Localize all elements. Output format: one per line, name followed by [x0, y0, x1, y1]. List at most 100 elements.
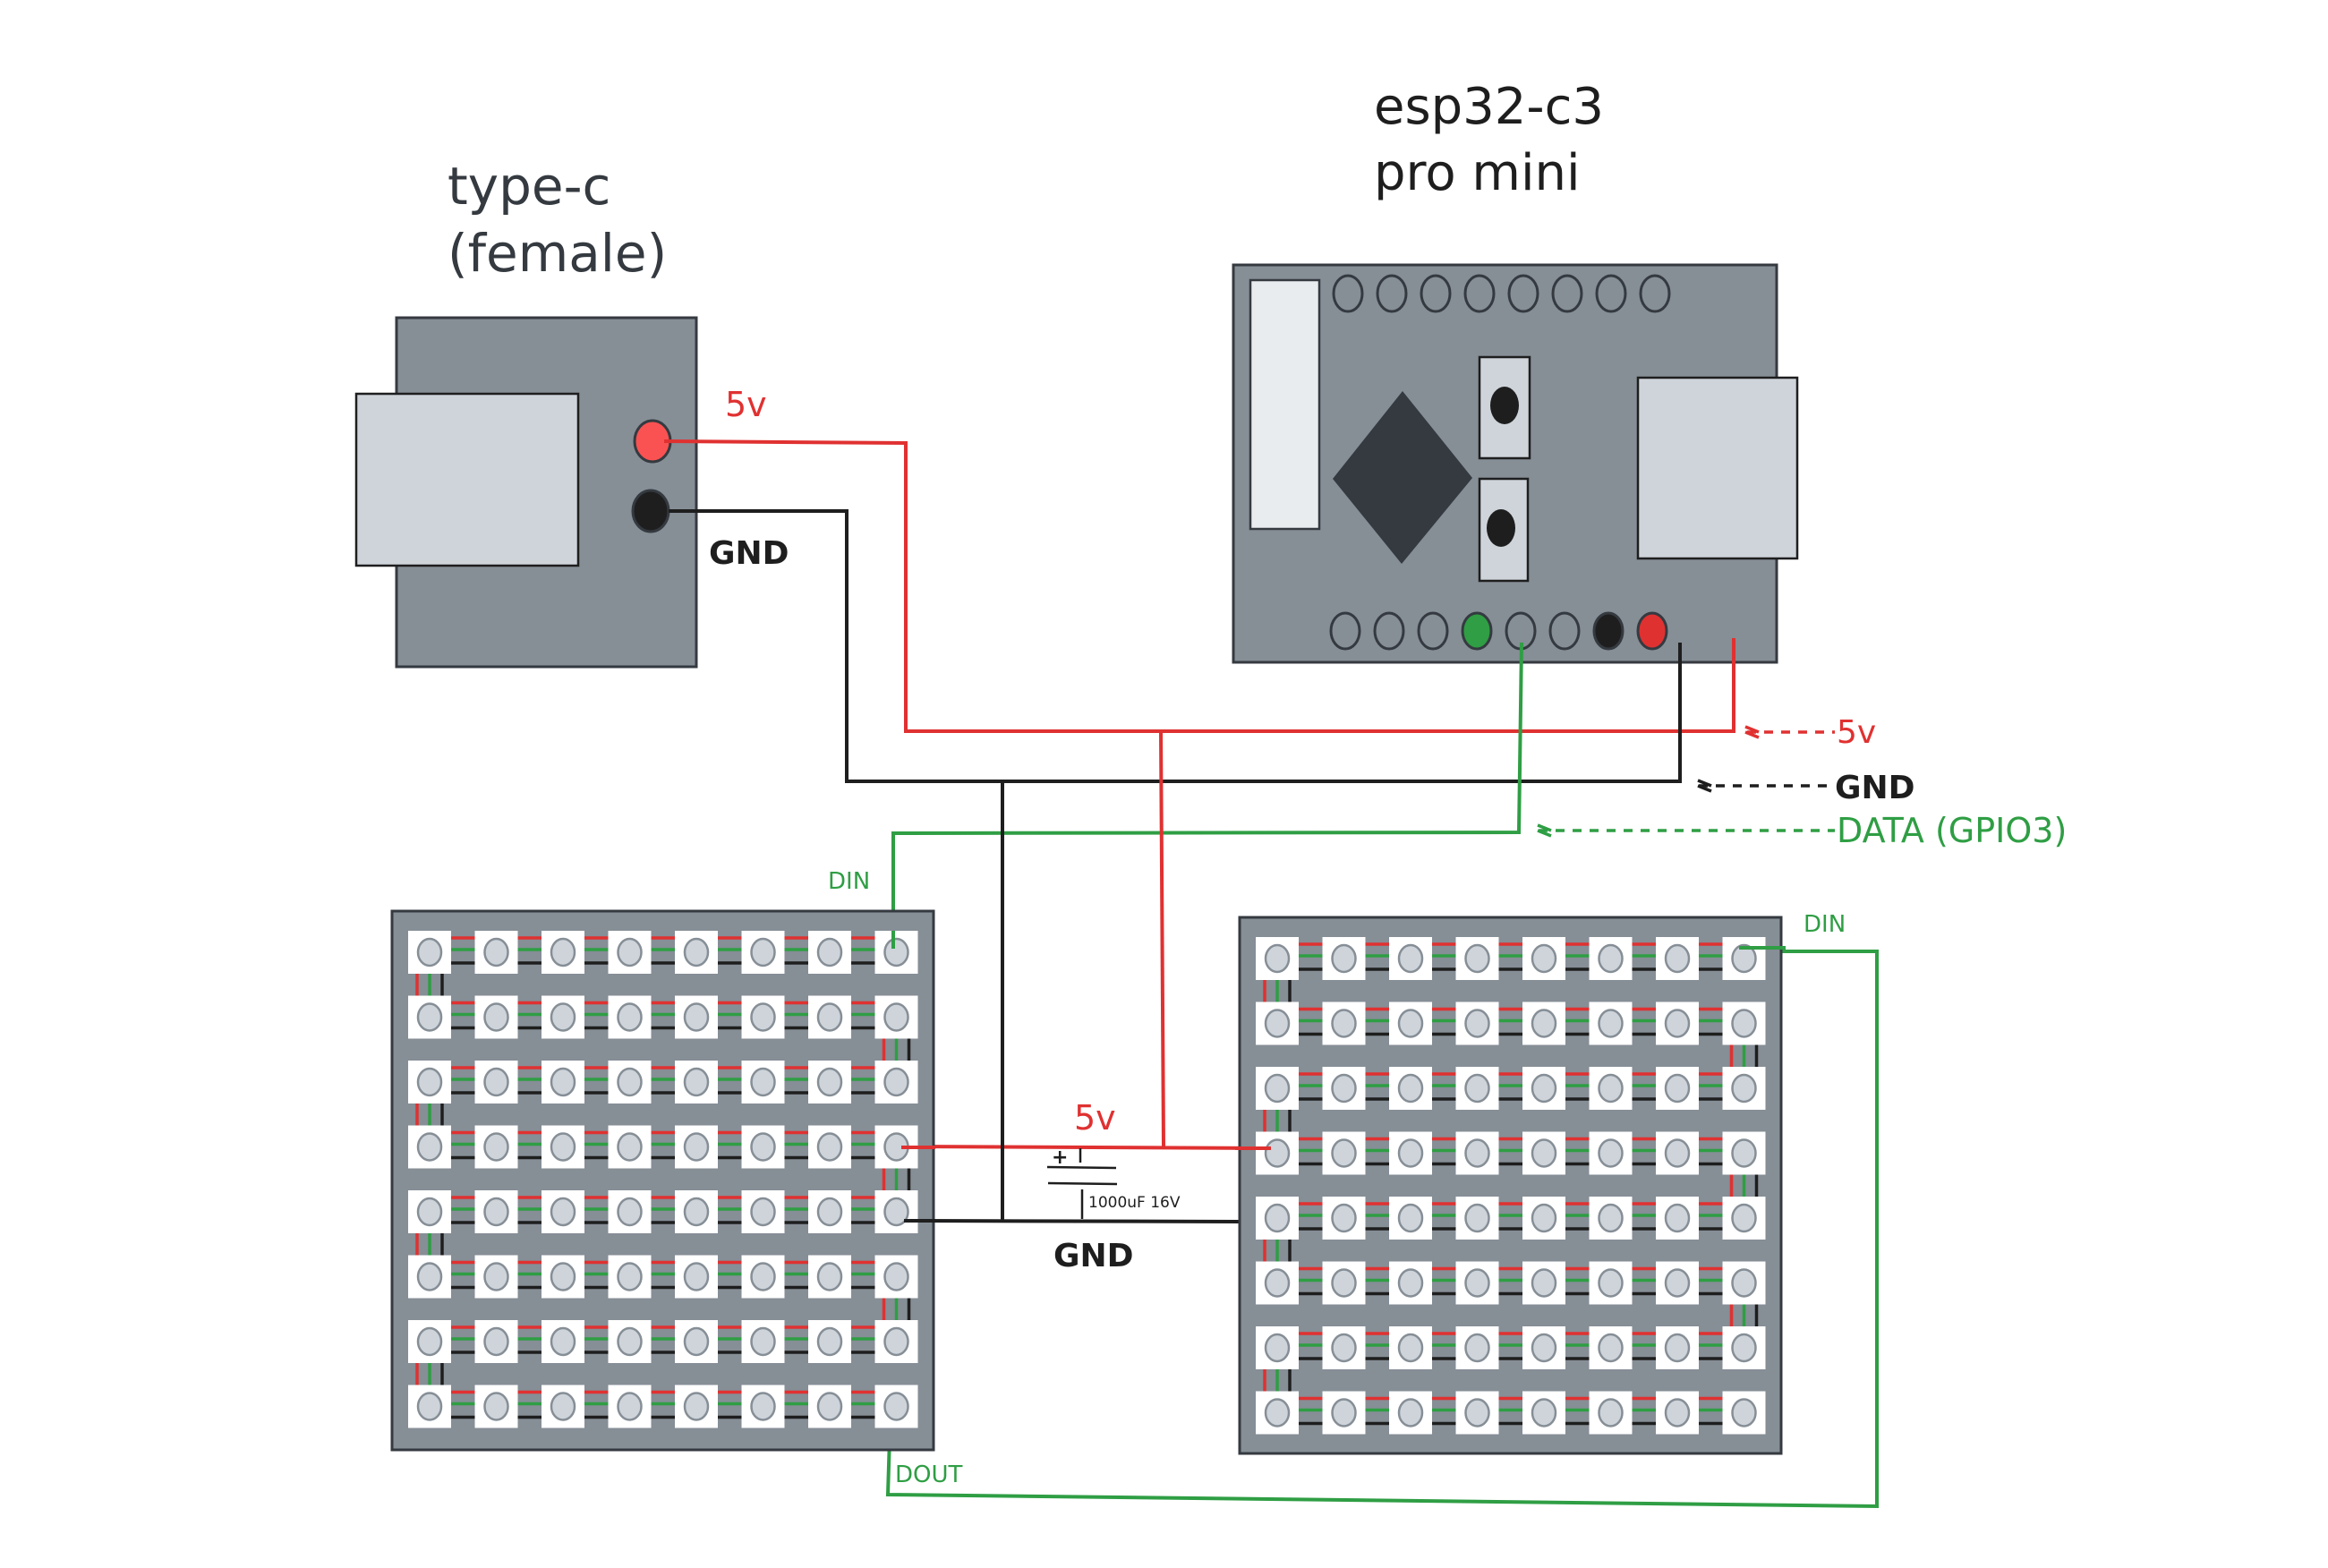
led-pixel: [1599, 1270, 1623, 1297]
mcu-5v-pin: [1638, 613, 1667, 649]
usb-gnd-label: GND: [709, 535, 789, 572]
led-pixel: [1733, 1334, 1756, 1361]
led-pixel: [818, 1134, 841, 1161]
led-pixel: [685, 1004, 708, 1031]
led-pixel: [885, 1393, 908, 1420]
led-pixel: [418, 1328, 441, 1355]
led-pixel: [752, 1393, 775, 1420]
led-pixel: [485, 1393, 508, 1420]
led-pixel: [618, 1069, 642, 1095]
led-pixel: [1399, 1075, 1422, 1102]
led-pixel: [685, 1069, 708, 1095]
led-pixel: [1266, 1010, 1289, 1037]
gpio3-data-pin: [1462, 613, 1491, 649]
led-pixel: [685, 1264, 708, 1291]
led-pixel: [1399, 945, 1422, 972]
led-pixel: [1532, 1270, 1556, 1297]
led-pixel: [1666, 1075, 1689, 1102]
led-pixel: [1532, 1400, 1556, 1427]
led-pixel: [1266, 1400, 1289, 1427]
led-pixel: [1266, 945, 1289, 972]
led-pixel: [485, 1264, 508, 1291]
led-pixel: [818, 1069, 841, 1095]
led-pixel: [1666, 945, 1689, 972]
led-pixel: [752, 939, 775, 966]
led-pixel: [1466, 1140, 1489, 1167]
led-pixel: [1466, 945, 1489, 972]
led-pixel: [1333, 1270, 1356, 1297]
led-matrix-left: [392, 911, 934, 1450]
wire-data-to-left-din: [893, 643, 1522, 944]
led-pixel: [485, 1328, 508, 1355]
bus-5v-label: 5v: [1074, 1098, 1116, 1138]
led-pixel: [1599, 1334, 1623, 1361]
mcu-gnd-pin: [1594, 613, 1623, 649]
led-pixel: [1333, 1140, 1356, 1167]
led-pixel: [1733, 1010, 1756, 1037]
led-pixel: [418, 939, 441, 966]
led-pixel: [1399, 1205, 1422, 1231]
led-pixel: [885, 1069, 908, 1095]
led-pixel: [418, 1004, 441, 1031]
led-pixel: [1666, 1400, 1689, 1427]
led-pixel: [418, 1393, 441, 1420]
led-pixel: [818, 1393, 841, 1420]
led-pixel: [1599, 1205, 1623, 1231]
led-pixel: [1666, 1140, 1689, 1167]
led-pixel: [1666, 1010, 1689, 1037]
led-pixel: [1333, 1400, 1356, 1427]
led-pixel: [1532, 1010, 1556, 1037]
led-pixel: [418, 1198, 441, 1225]
matrix-right-board: [1240, 917, 1781, 1453]
led-pixel: [685, 1134, 708, 1161]
led-pixel: [1599, 945, 1623, 972]
led-pixel: [885, 1264, 908, 1291]
led-pixel: [1266, 1075, 1289, 1102]
bus-gnd-label: GND: [1053, 1238, 1134, 1274]
led-pixel: [551, 1004, 575, 1031]
reset-button-dot: [1487, 509, 1515, 547]
led-pixel: [1532, 1075, 1556, 1102]
usb-c-breakout: [356, 318, 696, 667]
led-pixel: [1599, 1140, 1623, 1167]
matrix-left-board: [392, 911, 934, 1450]
led-pixel: [885, 1004, 908, 1031]
led-pixel: [752, 1069, 775, 1095]
led-pixel: [618, 1198, 642, 1225]
led-pixel: [1532, 945, 1556, 972]
led-pixel: [1599, 1075, 1623, 1102]
led-pixel: [752, 1004, 775, 1031]
led-pixel: [1466, 1400, 1489, 1427]
led-pixel: [1733, 1075, 1756, 1102]
antenna-strip: [1250, 280, 1319, 529]
led-pixel: [551, 939, 575, 966]
led-pixel: [752, 1328, 775, 1355]
led-pixel: [485, 1134, 508, 1161]
esp32-c3-board: [1233, 265, 1797, 662]
led-pixel: [1599, 1010, 1623, 1037]
led-pixel: [1733, 1205, 1756, 1231]
led-pixel: [752, 1134, 775, 1161]
capacitor-plus-sign: +: [1052, 1146, 1068, 1169]
led-pixel: [618, 939, 642, 966]
led-pixel: [752, 1264, 775, 1291]
led-pixel: [1266, 1270, 1289, 1297]
led-pixel: [752, 1198, 775, 1225]
wire-5v-drop: [1161, 731, 1164, 1146]
mcu-title-line2: pro mini: [1374, 144, 1581, 202]
led-pixel: [1399, 1400, 1422, 1427]
left-dout-label: DOUT: [895, 1461, 963, 1488]
usb-gnd-pin: [633, 490, 669, 532]
capacitor-plate-bottom: [1048, 1183, 1117, 1184]
led-pixel: [1733, 1270, 1756, 1297]
led-pixel: [1399, 1270, 1422, 1297]
led-pixel: [1666, 1205, 1689, 1231]
led-matrix-right: [1240, 917, 1781, 1453]
led-pixel: [418, 1134, 441, 1161]
mcu-usb-port: [1638, 378, 1797, 558]
usb-c-connector: [356, 394, 578, 566]
led-pixel: [1532, 1205, 1556, 1231]
right-din-label: DIN: [1804, 911, 1846, 938]
led-pixel: [618, 1328, 642, 1355]
